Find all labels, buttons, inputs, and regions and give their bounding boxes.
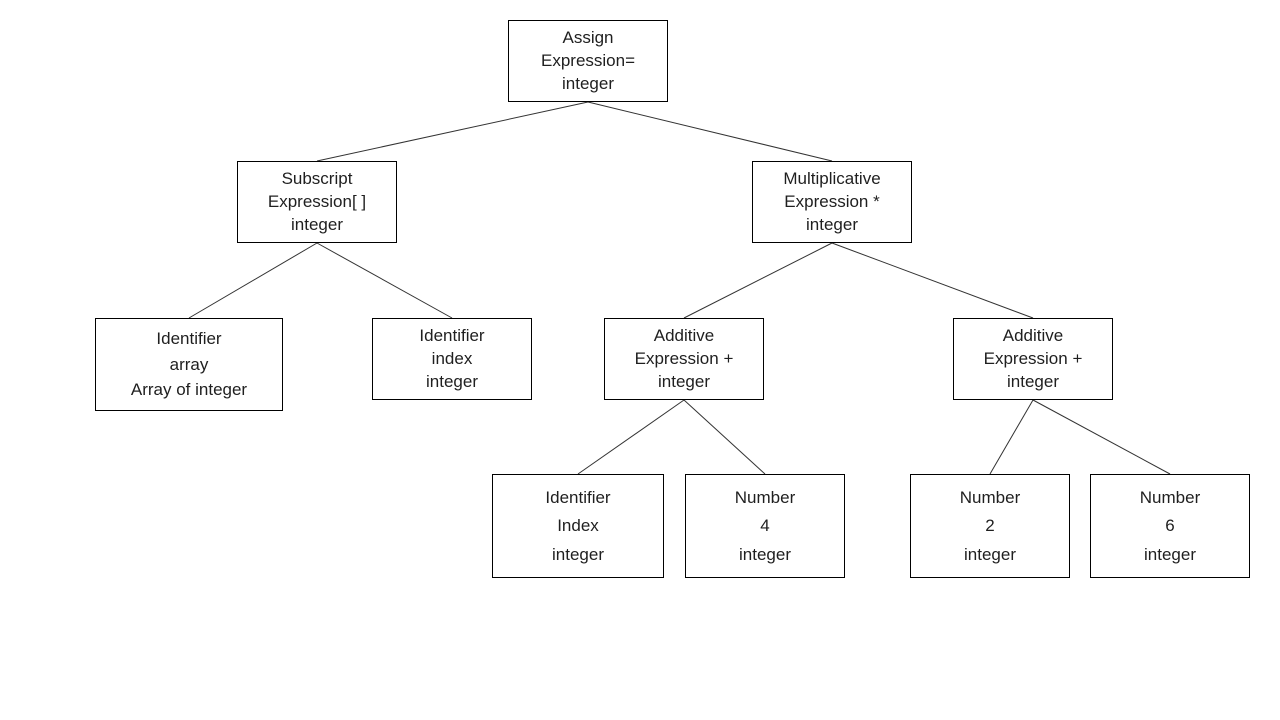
node-identifier-index: Identifier index integer — [372, 318, 532, 400]
node-identifier-array-line1: Identifier — [156, 329, 222, 349]
edge-subscript-identifier-array — [188, 242, 318, 319]
node-number-6: Number 6 integer — [1090, 474, 1250, 578]
edge-additive-right-number-6 — [1032, 399, 1171, 475]
node-number-6-line2: 6 — [1165, 516, 1175, 536]
node-subscript: Subscript Expression[ ] integer — [237, 161, 397, 243]
edge-assign-subscript — [316, 101, 589, 162]
node-identifier-array-line3: Array of integer — [130, 380, 248, 400]
node-subscript-line1: Subscript — [281, 169, 353, 189]
edge-additive-left-identifier — [577, 399, 685, 475]
node-identifier-index-leaf-line3: integer — [552, 544, 604, 564]
edge-additive-left-number-4 — [683, 399, 766, 475]
node-number-2-line3: integer — [964, 544, 1016, 564]
node-additive-right-line1: Additive — [1002, 326, 1064, 346]
node-identifier-array: Identifier array Array of integer — [95, 318, 283, 411]
node-assign-line2: Expression= — [540, 51, 636, 71]
node-number-4-line3: integer — [739, 544, 791, 564]
edge-subscript-identifier-index — [316, 242, 453, 319]
node-subscript-line2: Expression[ ] — [267, 192, 367, 212]
node-identifier-index-line3: integer — [426, 372, 478, 392]
node-identifier-index-leaf-line2: Index — [557, 516, 599, 536]
node-identifier-array-line2: array — [169, 354, 209, 374]
edge-multiplicative-additive-left — [683, 242, 833, 319]
node-number-6-line1: Number — [1139, 487, 1201, 507]
node-additive-left: Additive Expression + integer — [604, 318, 764, 400]
node-multiplicative: Multiplicative Expression * integer — [752, 161, 912, 243]
node-number-2-line2: 2 — [985, 516, 995, 536]
node-number-4: Number 4 integer — [685, 474, 845, 578]
node-identifier-index-line2: index — [431, 349, 473, 369]
node-assign: Assign Expression= integer — [508, 20, 668, 102]
edge-assign-multiplicative — [587, 101, 833, 162]
node-number-4-line1: Number — [734, 487, 796, 507]
edge-multiplicative-additive-right — [831, 242, 1034, 319]
node-additive-left-line1: Additive — [653, 326, 715, 346]
node-multiplicative-line3: integer — [806, 215, 858, 235]
node-identifier-index-line1: Identifier — [419, 326, 485, 346]
node-number-2: Number 2 integer — [910, 474, 1070, 578]
node-identifier-index-leaf: Identifier Index integer — [492, 474, 664, 578]
node-additive-right-line2: Expression + — [983, 349, 1083, 369]
node-assign-line3: integer — [562, 74, 614, 94]
node-number-2-line1: Number — [959, 487, 1021, 507]
edge-additive-right-number-2 — [989, 399, 1034, 475]
node-number-6-line3: integer — [1144, 544, 1196, 564]
node-multiplicative-line2: Expression * — [784, 192, 880, 212]
node-identifier-index-leaf-line1: Identifier — [545, 487, 611, 507]
node-additive-right-line3: integer — [1007, 372, 1059, 392]
node-additive-left-line2: Expression + — [634, 349, 734, 369]
node-additive-left-line3: integer — [658, 372, 710, 392]
node-number-4-line2: 4 — [760, 516, 770, 536]
node-multiplicative-line1: Multiplicative — [783, 169, 881, 189]
node-additive-right: Additive Expression + integer — [953, 318, 1113, 400]
node-assign-line1: Assign — [562, 28, 614, 48]
node-subscript-line3: integer — [291, 215, 343, 235]
